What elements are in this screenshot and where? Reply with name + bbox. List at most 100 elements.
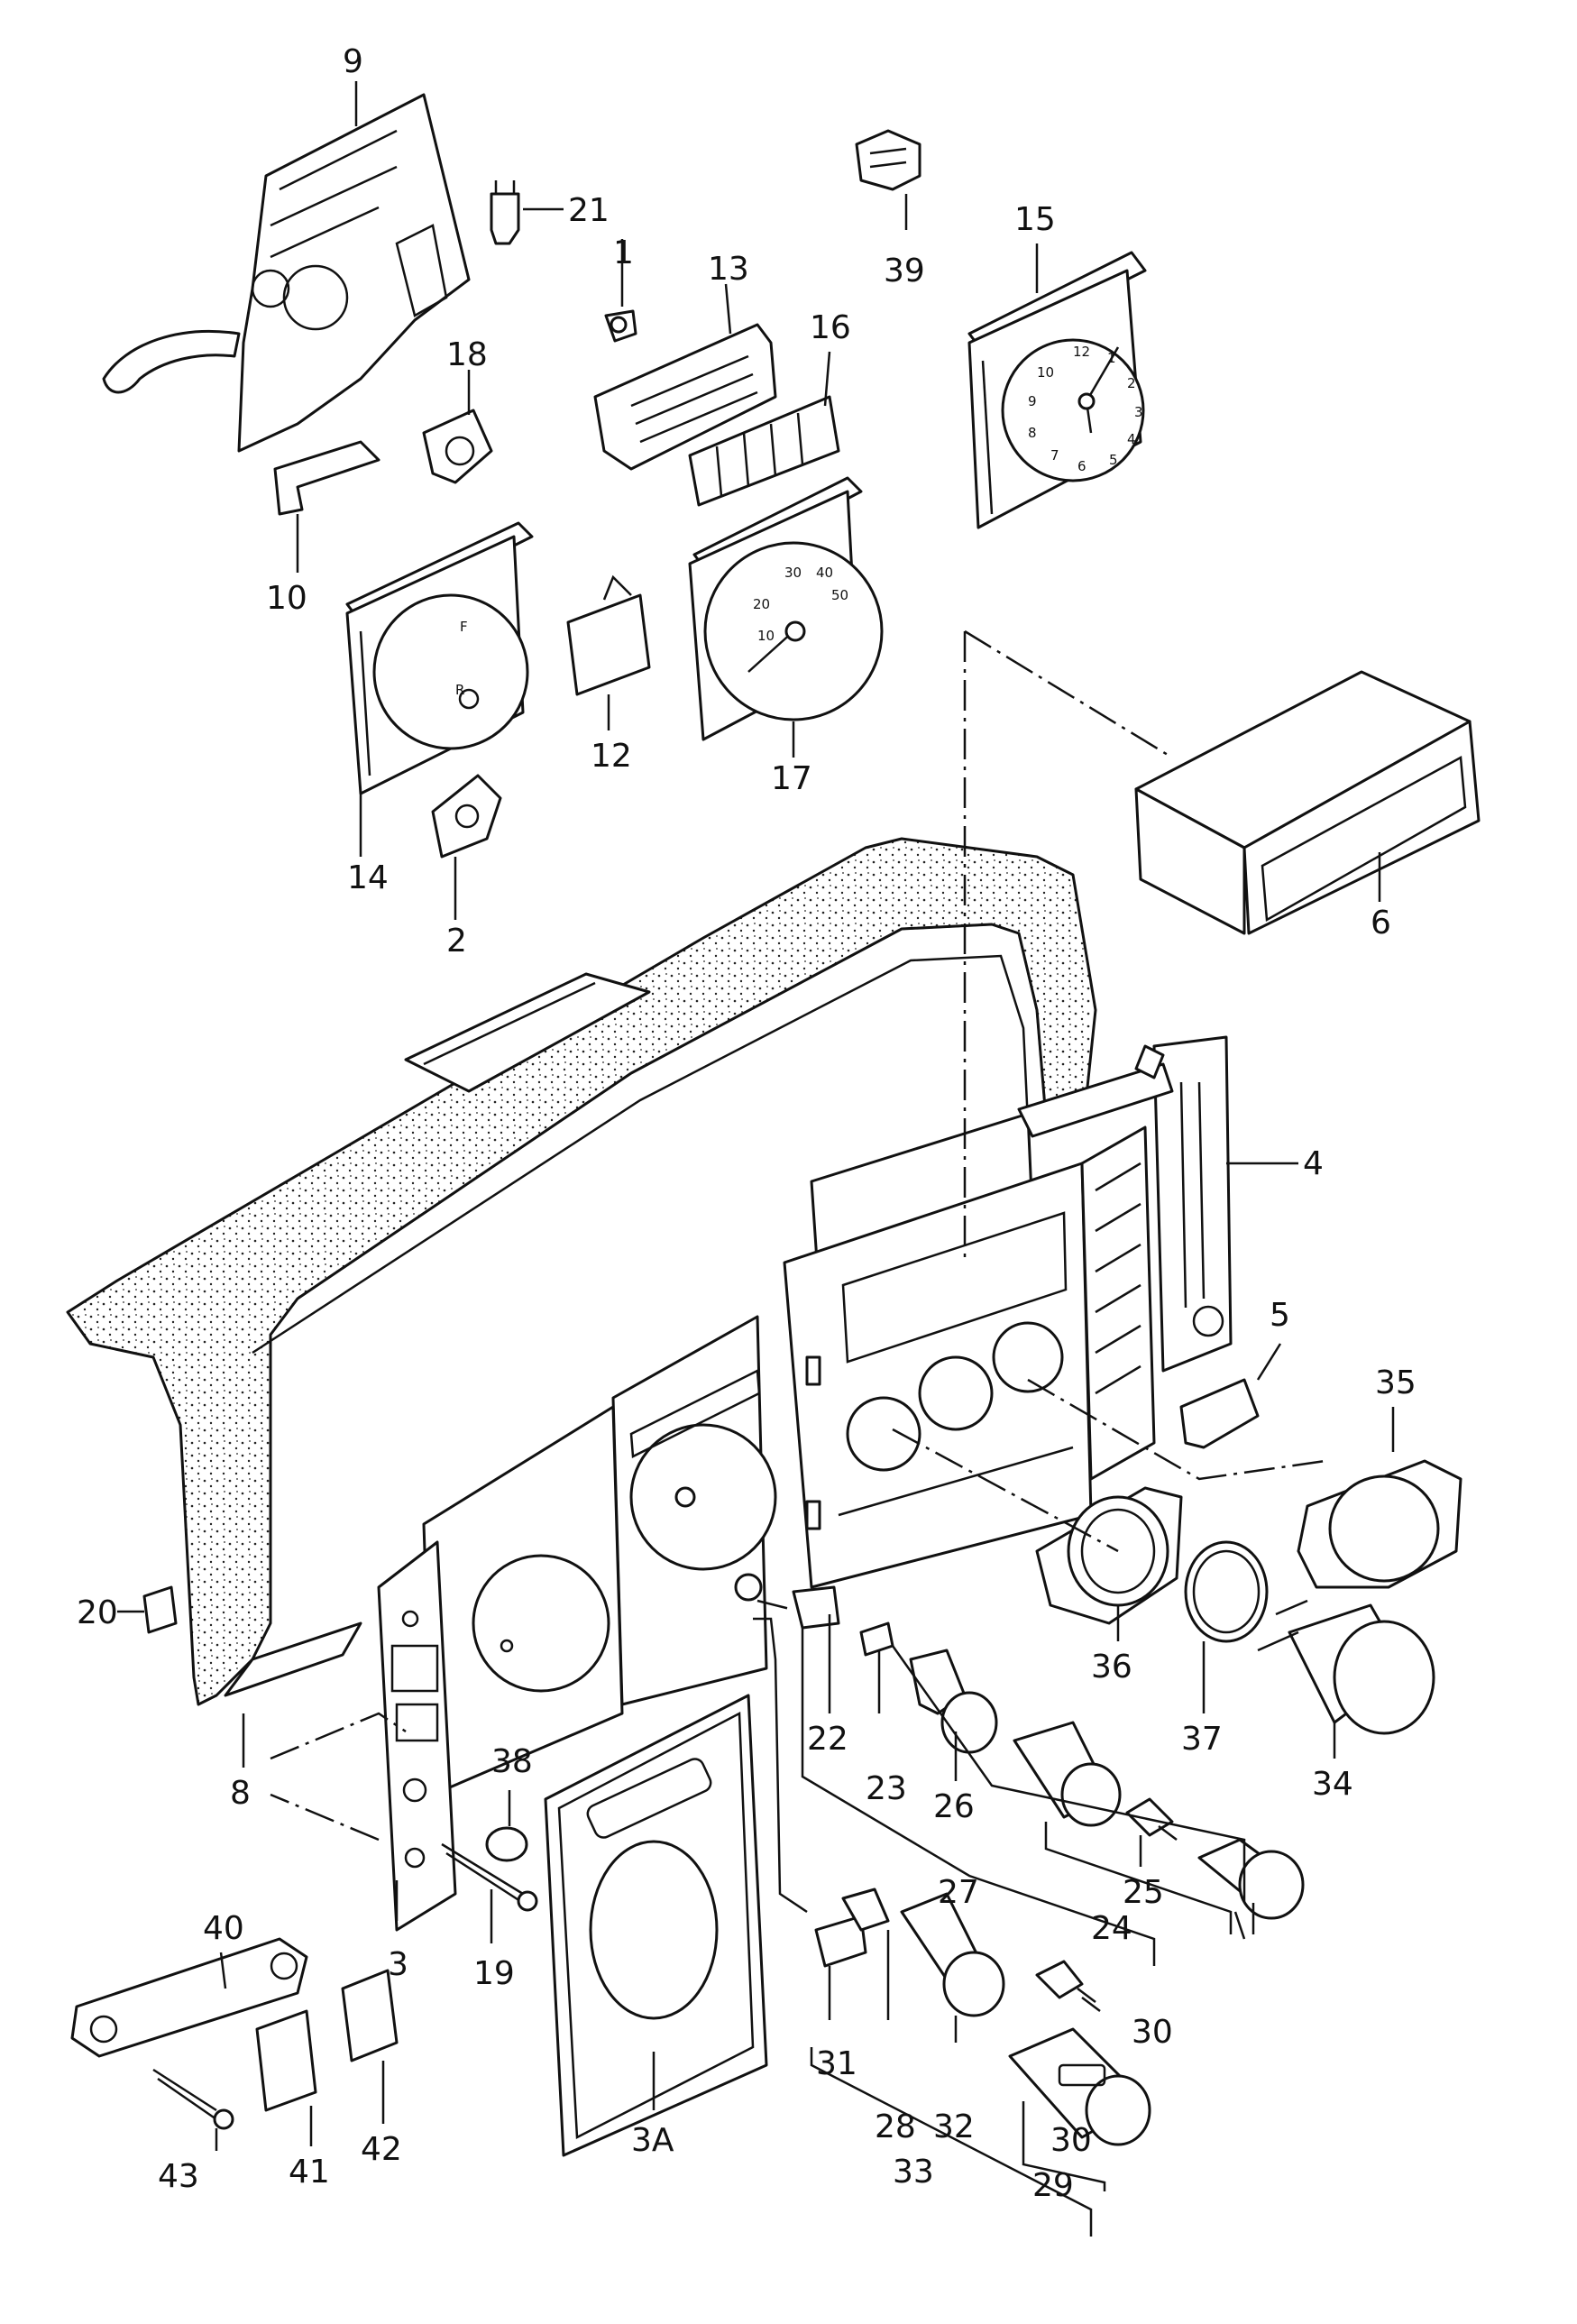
part-21-connector [490, 180, 520, 245]
speedo-dial-label: 10 [757, 628, 775, 644]
callout-18: 18 [446, 336, 488, 373]
part-32-socket [900, 1892, 1005, 2017]
callout-41: 41 [289, 2154, 330, 2191]
callout-32: 32 [933, 2108, 975, 2145]
callout-20: 20 [77, 1594, 118, 1631]
storage-tray [1134, 670, 1481, 935]
part-19-screw [441, 1842, 538, 1912]
instrument-housing [422, 1315, 777, 1796]
callout-38: 38 [491, 1743, 533, 1780]
part-41-relay [255, 2009, 317, 2112]
alignment-lines [270, 629, 1326, 1842]
callout-14: 14 [347, 859, 389, 896]
part-42-relay [341, 1969, 399, 2062]
speedometer-assembly: 10 20 30 40 50 [688, 476, 884, 741]
clock-dial-label: 6 [1077, 458, 1086, 474]
callout-10: 10 [266, 580, 307, 617]
dashboard-padding [66, 837, 1097, 1706]
part-31-connector [814, 1915, 867, 1968]
callout-25: 25 [1123, 1874, 1164, 1911]
callout-9: 9 [343, 43, 363, 80]
clock-dial-label: 4 [1127, 431, 1136, 447]
clock-dial-label: 1 [1107, 350, 1116, 366]
callout-26: 26 [933, 1788, 975, 1825]
callout-29: 29 [1032, 2167, 1074, 2204]
callout-13: 13 [708, 251, 749, 288]
speedo-dial-label: 40 [816, 565, 833, 581]
part-2-lamp-holder [431, 774, 502, 859]
part-22-socket [792, 1585, 840, 1630]
callout-35: 35 [1375, 1364, 1417, 1401]
speedo-dial-label: 50 [831, 587, 848, 603]
part-16-strip [688, 395, 840, 507]
clock-dial-label: 9 [1028, 393, 1037, 409]
part-27-housing [1013, 1721, 1122, 1827]
fuel-full-label: F [460, 619, 468, 635]
callout-30-element: 30 [1050, 2122, 1092, 2159]
part-1-bulb [604, 309, 637, 343]
callout-33: 33 [893, 2154, 934, 2191]
callout-30-bulb: 30 [1132, 2014, 1173, 2051]
callout-labels: 9 21 1 13 39 15 16 18 10 12 17 14 2 6 4 … [77, 43, 1417, 2204]
part-12-circuit-card [566, 574, 651, 696]
part-35-gauge-cover [1297, 1459, 1462, 1589]
callout-8: 8 [230, 1775, 251, 1812]
callout-1: 1 [613, 234, 634, 271]
part-38-plug [485, 1826, 528, 1862]
callout-12: 12 [591, 738, 632, 775]
callout-16: 16 [810, 309, 851, 346]
clock-dial-label: 7 [1050, 447, 1059, 464]
part-40-bracket [70, 1937, 308, 2058]
printed-circuit-board [102, 93, 471, 453]
callout-19: 19 [473, 1955, 515, 1992]
clock-dial-label: 8 [1028, 425, 1037, 441]
part-13-connector-block [593, 323, 777, 471]
callout-40: 40 [203, 1910, 244, 1947]
part-28-bulb [841, 1888, 890, 1932]
part-26-switch-housing [909, 1649, 998, 1754]
clock-dial-label: 3 [1134, 404, 1143, 420]
callout-3A: 3A [631, 2122, 674, 2159]
callout-24: 24 [1091, 1910, 1132, 1947]
side-bracket [377, 1540, 457, 1932]
trim-panel [544, 1694, 768, 2157]
speedo-dial-label: 30 [784, 565, 802, 581]
callout-6: 6 [1371, 905, 1391, 942]
part-5-switch [1179, 1378, 1260, 1449]
callout-21: 21 [568, 192, 610, 229]
part-23-bulb [859, 1621, 894, 1657]
callout-23: 23 [866, 1770, 907, 1807]
fuel-gauge-assembly: F R [345, 521, 534, 795]
callout-27: 27 [938, 1874, 979, 1911]
callout-36: 36 [1091, 1649, 1132, 1686]
part-25-bulb [1125, 1797, 1178, 1841]
callout-22: 22 [807, 1721, 848, 1758]
callout-43: 43 [158, 2158, 199, 2195]
part-39-bulb-holder [855, 129, 921, 191]
part-29-lighter [1008, 2027, 1151, 2146]
callout-4: 4 [1303, 1145, 1324, 1182]
leader-lines [117, 81, 1395, 2237]
callout-2: 2 [446, 923, 467, 960]
callout-3: 3 [388, 1946, 408, 1983]
clock-dial-label: 12 [1073, 344, 1090, 360]
callout-37: 37 [1181, 1721, 1223, 1758]
clock-dial-label: 10 [1037, 364, 1054, 381]
callout-39: 39 [884, 253, 925, 289]
part-20-clip [142, 1585, 178, 1634]
fuel-empty-label: R [455, 682, 464, 698]
callout-34: 34 [1312, 1766, 1353, 1803]
part-18-lamp-holder [422, 409, 493, 484]
callout-17: 17 [771, 760, 812, 797]
speedo-dial-label: 20 [753, 596, 770, 612]
callout-42: 42 [361, 2131, 402, 2168]
clock-dial-label: 2 [1127, 375, 1136, 391]
part-30-bulb [1035, 1960, 1096, 2003]
center-console-frame [783, 1035, 1233, 1589]
clock-assembly: 12 1 2 3 4 5 6 7 8 9 10 [967, 251, 1147, 529]
clock-dial-label: 5 [1109, 452, 1118, 468]
part-34-gauge [1257, 1599, 1435, 1735]
callout-15: 15 [1014, 201, 1056, 238]
callout-28: 28 [875, 2108, 916, 2145]
